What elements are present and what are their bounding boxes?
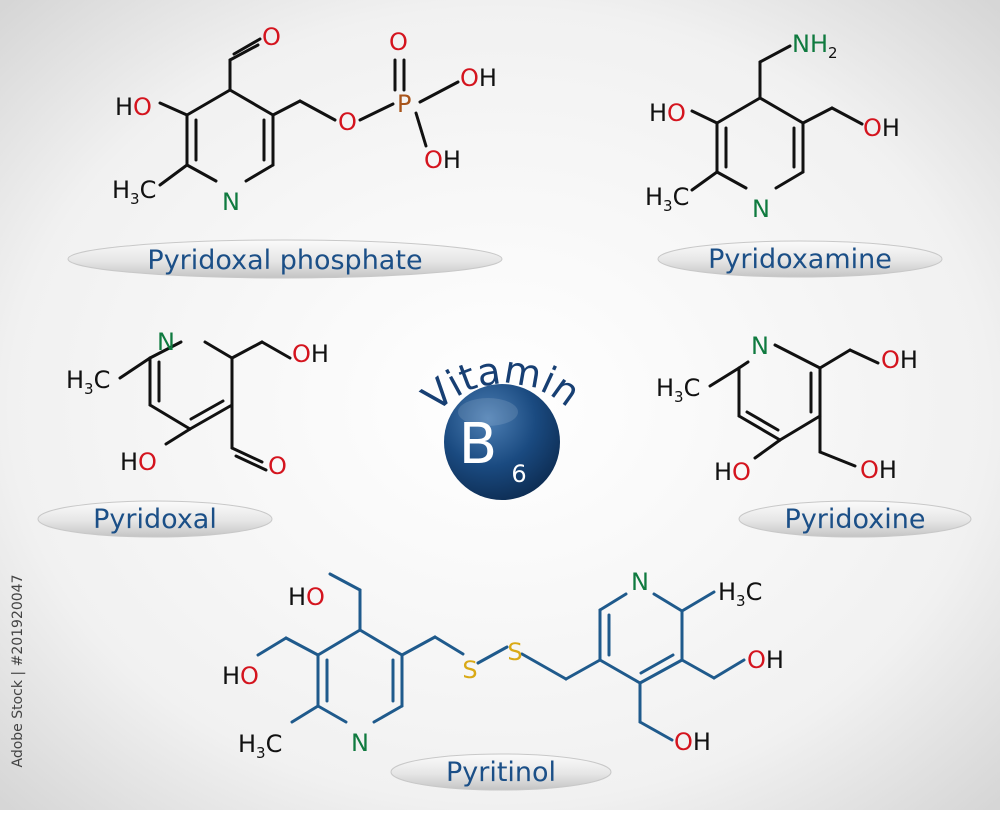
nitrogen-atom: N (631, 568, 649, 596)
structure-pyridoxine: N H3C HO OH OH (656, 332, 918, 486)
structure-pyridoxal-phosphate: N O HO H3C O P O OH OH (112, 23, 497, 216)
compound-name: Pyridoxamine (708, 244, 892, 275)
methyl-group: H3C (645, 183, 689, 215)
watermark-text: Adobe Stock | #201920047 (10, 574, 26, 768)
hydroxyl-group: HO (115, 93, 152, 121)
hydroxyl-group: HO (120, 448, 157, 476)
hydroxyl-group: HO (288, 583, 325, 611)
nitrogen-atom: N (157, 328, 175, 356)
nitrogen-atom: N (752, 195, 770, 223)
methyl-group: H3C (656, 374, 700, 406)
label-pyridoxine: Pyridoxine (738, 500, 972, 538)
structure-pyridoxamine: N NH2 OH HO H3C (645, 30, 900, 223)
compound-name: Pyritinol (446, 757, 556, 788)
hydroxyl-group: OH (881, 346, 918, 374)
methyl-group: H3C (66, 366, 110, 398)
hydroxyl-group: OH (747, 646, 784, 674)
methyl-group: H3C (112, 176, 156, 208)
methyl-group: H3C (238, 730, 282, 762)
amino-group: NH2 (792, 30, 838, 62)
nitrogen-atom: N (751, 332, 769, 360)
phosphorus-atom: P (397, 90, 411, 118)
compound-name: Pyridoxal phosphate (147, 245, 422, 276)
hydroxyl-group: OH (424, 146, 461, 174)
nitrogen-atom: N (222, 188, 240, 216)
compound-name: Pyridoxal (93, 504, 217, 535)
hydroxyl-group: HO (714, 458, 751, 486)
stock-watermark: Adobe Stock | #201920047 (2, 575, 26, 775)
compound-name: Pyridoxine (785, 504, 926, 535)
badge-letter: B (459, 412, 497, 477)
oxygen-atom: O (389, 28, 408, 56)
methyl-group: H3C (718, 578, 762, 610)
label-pyridoxal-phosphate: Pyridoxal phosphate (67, 239, 503, 279)
label-pyridoxamine: Pyridoxamine (657, 240, 943, 278)
hydroxyl-group: OH (863, 114, 900, 142)
oxygen-atom: O (268, 452, 287, 480)
hydroxyl-group: OH (460, 64, 497, 92)
sulfur-atom: S (507, 638, 522, 666)
sulfur-atom: S (462, 656, 477, 684)
hydroxyl-group: OH (860, 456, 897, 484)
badge-subscript: 6 (511, 460, 526, 488)
hydroxyl-group: HO (649, 99, 686, 127)
label-pyridoxal: Pyridoxal (37, 500, 273, 538)
hydroxyl-group: HO (222, 662, 259, 690)
hydroxyl-group: OH (292, 340, 329, 368)
structure-pyritinol: N N S S HO HO H3C H3C OH OH (222, 568, 784, 762)
oxygen-atom: O (262, 23, 281, 51)
label-pyritinol: Pyritinol (390, 753, 612, 791)
structure-pyridoxal: N H3C HO O OH (66, 328, 329, 480)
oxygen-atom: O (338, 108, 357, 136)
hydroxyl-group: OH (674, 728, 711, 756)
nitrogen-atom: N (351, 729, 369, 757)
badge-sphere (444, 384, 560, 500)
